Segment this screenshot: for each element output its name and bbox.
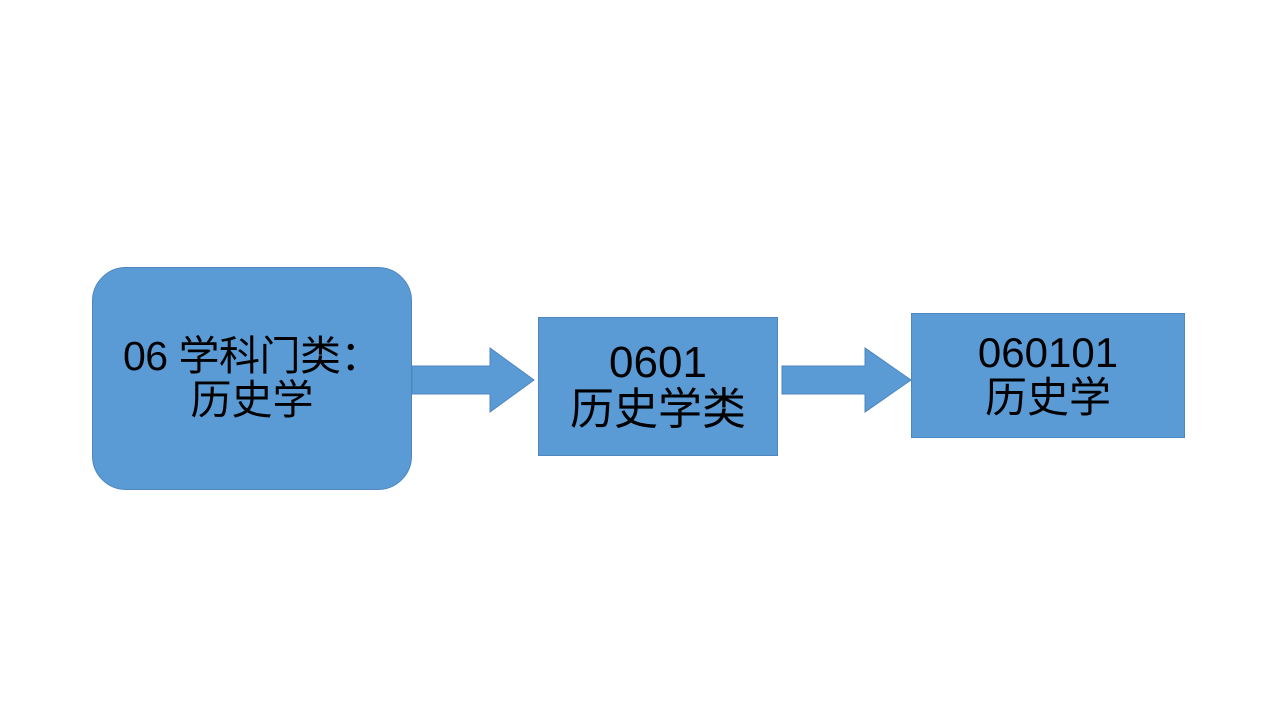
- right-block-arrow-icon-path: [781, 347, 912, 413]
- right-block-arrow-icon-svg: [781, 347, 912, 413]
- node-discipline-category[interactable]: 06 学科门类： 历史学: [92, 267, 412, 490]
- node-major-line-1: 060101: [977, 328, 1119, 376]
- right-block-arrow-icon-path: [411, 347, 535, 413]
- right-block-arrow-icon: [411, 345, 535, 415]
- node-discipline-line-1: 06 学科门类：: [123, 333, 382, 380]
- node-discipline-line-2: 历史学: [190, 376, 314, 423]
- node-category-line-2: 历史学类: [570, 384, 746, 434]
- right-block-arrow-icon: [781, 345, 912, 415]
- node-major-line-2: 历史学: [984, 373, 1111, 421]
- right-block-arrow-icon-svg: [411, 347, 535, 413]
- node-category-line-1: 0601: [609, 337, 707, 387]
- node-major[interactable]: 060101 历史学: [911, 313, 1185, 438]
- node-major-category[interactable]: 0601 历史学类: [538, 317, 778, 456]
